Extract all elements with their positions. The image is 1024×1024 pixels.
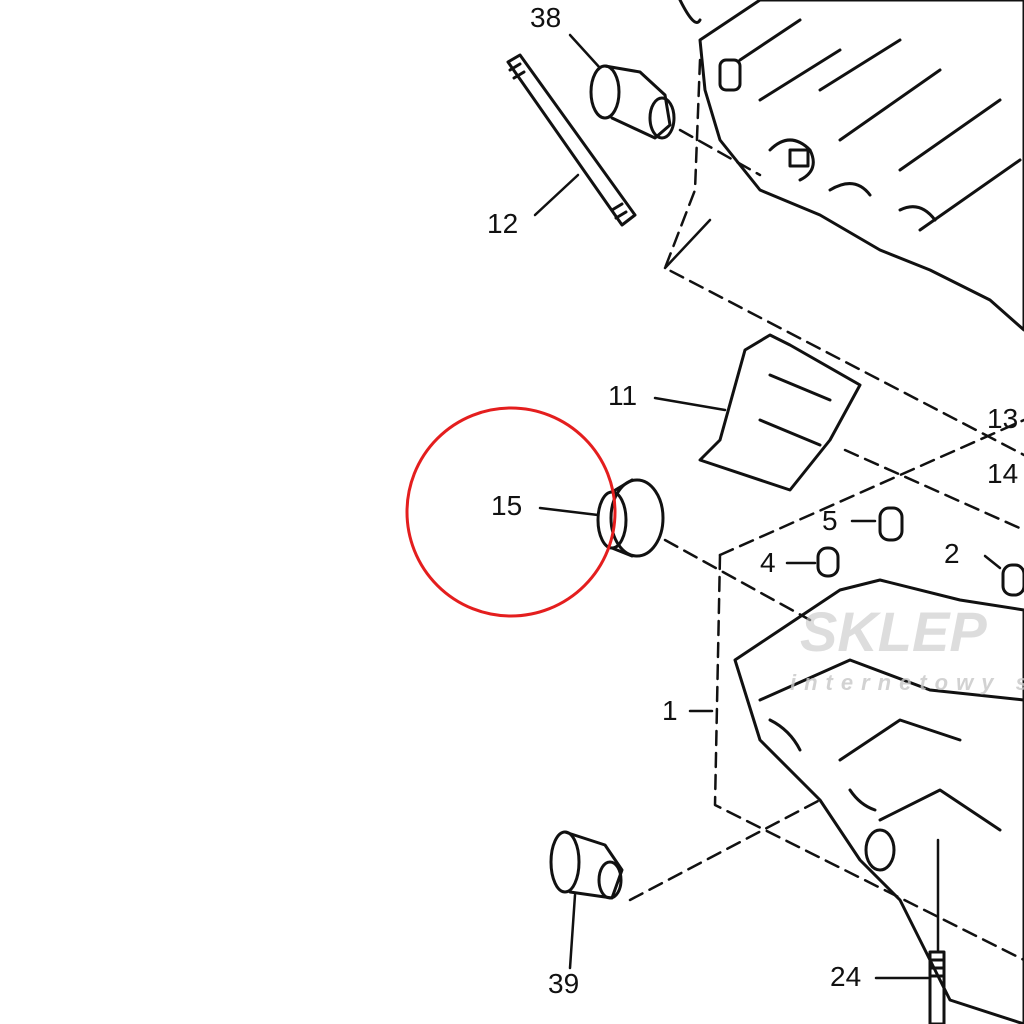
part-4-dowel xyxy=(816,546,840,578)
label-11: 11 xyxy=(608,380,638,411)
part-38-plug xyxy=(589,64,676,140)
label-5: 5 xyxy=(822,505,838,536)
label-15: 15 xyxy=(491,490,523,521)
cylinder-head xyxy=(678,0,1024,332)
label-12: 12 xyxy=(487,208,519,239)
label-39: 39 xyxy=(548,968,580,999)
part-2-dowel xyxy=(1001,563,1024,597)
part-39-plug xyxy=(549,830,624,900)
watermark-brand: SKLEP xyxy=(800,600,987,663)
label-24: 24 xyxy=(830,961,862,992)
label-38: 38 xyxy=(530,2,562,33)
highlight-circle xyxy=(405,406,617,618)
watermark-tagline: internetowy sk xyxy=(790,670,1024,695)
label-13: 13 xyxy=(987,403,1019,434)
part-12-stud xyxy=(506,53,637,227)
label-1: 1 xyxy=(662,695,678,726)
part-15-oil-seal xyxy=(596,478,665,558)
dashed-leaders xyxy=(628,58,1024,962)
part-11-plate xyxy=(698,333,862,492)
label-14: 14 xyxy=(987,458,1019,489)
label-4: 4 xyxy=(760,547,776,578)
label-leaders xyxy=(533,33,1002,980)
label-2: 2 xyxy=(944,538,960,569)
part-24-bolt xyxy=(928,950,946,1024)
part-1-crankcase xyxy=(733,578,1024,1024)
part-5-dowel xyxy=(878,506,904,542)
